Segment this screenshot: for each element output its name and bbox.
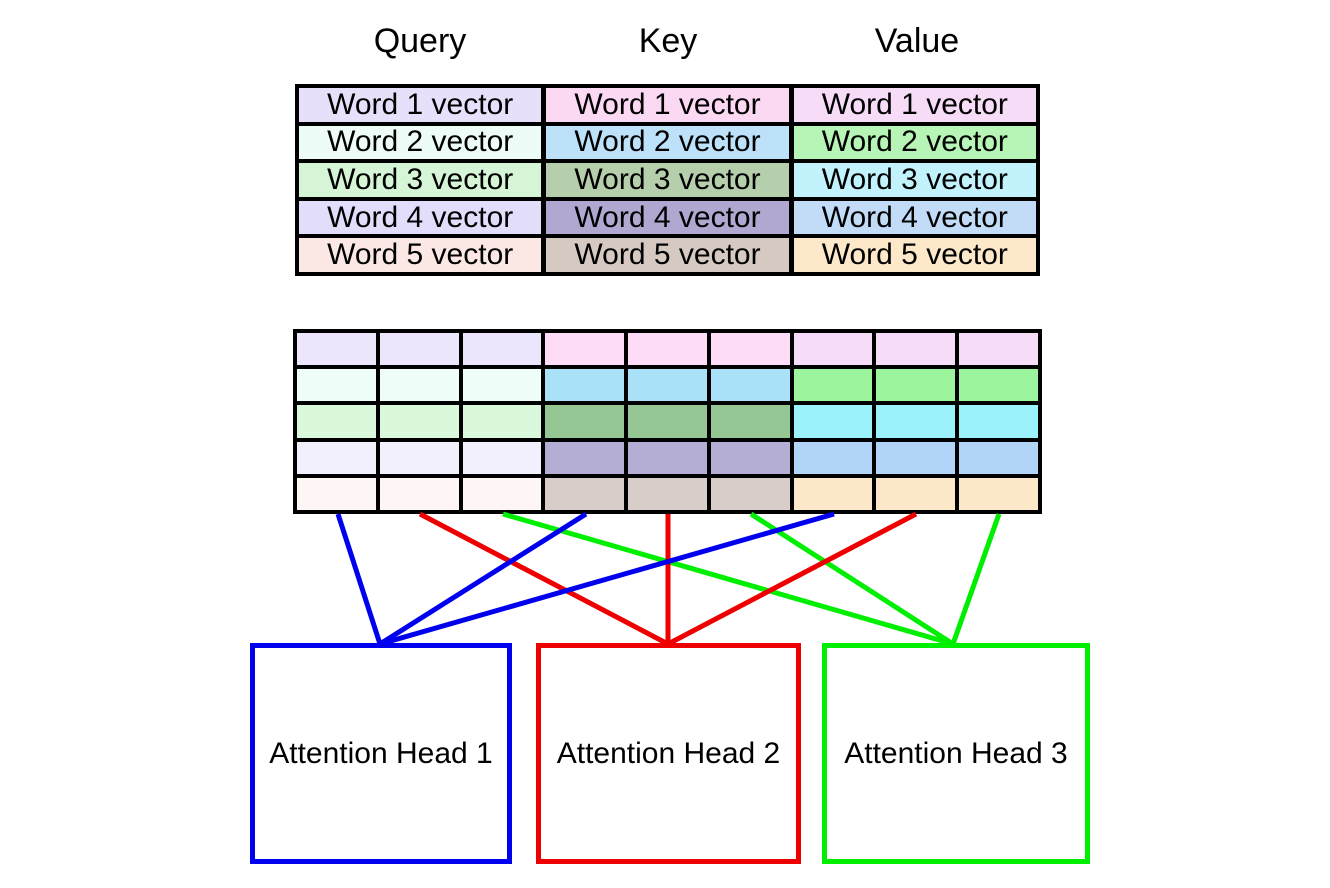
split-grid-cell	[297, 333, 376, 366]
attention-head-label: Attention Head 1	[269, 736, 493, 770]
split-grid-cell	[710, 441, 790, 474]
split-grid-cell	[545, 369, 625, 402]
split-grid-cell	[462, 369, 542, 402]
split-grid-cell	[628, 369, 707, 402]
split-grid-cell	[876, 441, 956, 474]
qkv-cell: Word 3 vector	[793, 163, 1036, 197]
split-grid-cell	[545, 477, 625, 511]
split-grid-cell	[462, 441, 542, 474]
split-grid-cell	[379, 333, 459, 366]
split-grid-cell	[545, 441, 625, 474]
qkv-cell: Word 2 vector	[546, 125, 789, 160]
split-grid-cell	[959, 369, 1039, 402]
split-grid-cell	[628, 477, 707, 511]
split-grid-cell	[710, 333, 790, 366]
connector-line-head-2	[418, 511, 670, 647]
split-grid-cell	[793, 369, 873, 402]
split-grid-cell	[793, 333, 873, 366]
qkv-cell: Word 4 vector	[299, 200, 542, 235]
split-grid-cell	[959, 441, 1039, 474]
split-grid-cell	[959, 333, 1039, 366]
attention-head-box-1[interactable]: Attention Head 1	[250, 643, 512, 864]
split-grid-cell	[793, 405, 873, 438]
split-grid-cell	[379, 441, 459, 474]
split-grid-cell	[876, 333, 956, 366]
connector-line-head-1	[335, 513, 383, 645]
split-grid-cell	[545, 333, 625, 366]
qkv-cell: Word 5 vector	[299, 238, 542, 272]
qkv-cell: Word 5 vector	[793, 238, 1036, 272]
attention-head-box-2[interactable]: Attention Head 2	[536, 643, 801, 864]
split-grid-row	[297, 405, 1039, 438]
connector-line-head-3	[502, 511, 954, 647]
attention-head-label: Attention Head 3	[844, 736, 1068, 770]
split-grid-row	[297, 477, 1039, 511]
qkv-cell: Word 5 vector	[546, 238, 789, 272]
qkv-cell: Word 2 vector	[299, 125, 542, 160]
column-header-query: Query	[373, 22, 467, 60]
split-grid-cell	[876, 369, 956, 402]
split-grid-row	[297, 369, 1039, 402]
split-head-grid	[293, 329, 1042, 514]
connector-line-head-3	[749, 511, 955, 647]
attention-head-label: Attention Head 2	[556, 736, 781, 770]
split-grid-cell	[793, 441, 873, 474]
split-grid-cell	[876, 405, 956, 438]
qkv-cell: Word 2 vector	[793, 125, 1036, 160]
attention-head-box-3[interactable]: Attention Head 3	[822, 643, 1090, 864]
split-grid-cell	[628, 405, 707, 438]
split-grid-cell	[959, 477, 1039, 511]
split-grid-cell	[379, 369, 459, 402]
qkv-cell: Word 1 vector	[299, 88, 542, 122]
split-grid-cell	[379, 405, 459, 438]
split-grid-cell	[462, 405, 542, 438]
split-grid-cell	[710, 369, 790, 402]
split-grid-cell	[462, 333, 542, 366]
split-grid-cell	[379, 477, 459, 511]
split-grid-cell	[710, 405, 790, 438]
split-grid-cell	[545, 405, 625, 438]
column-header-value: Value	[874, 22, 960, 60]
qkv-cell: Word 3 vector	[299, 163, 542, 197]
connector-line-head-1	[379, 511, 835, 647]
split-grid-cell	[959, 405, 1039, 438]
split-grid-row	[297, 333, 1039, 366]
split-grid-cell	[297, 477, 376, 511]
split-grid-cell	[876, 477, 956, 511]
split-grid-row	[297, 441, 1039, 474]
split-grid-cell	[710, 477, 790, 511]
qkv-cell: Word 1 vector	[793, 88, 1036, 122]
qkv-cell: Word 4 vector	[793, 200, 1036, 235]
qkv-cell: Word 1 vector	[546, 88, 789, 122]
column-header-key: Key	[638, 22, 698, 60]
split-grid-cell	[297, 369, 376, 402]
split-grid-cell	[793, 477, 873, 511]
connector-line-head-2	[666, 511, 918, 647]
split-grid-cell	[297, 441, 376, 474]
connector-line-head-3	[950, 513, 1002, 645]
split-grid-cell	[462, 477, 542, 511]
split-grid-cell	[297, 405, 376, 438]
qkv-cell: Word 4 vector	[546, 200, 789, 235]
split-grid-cell	[628, 441, 707, 474]
split-grid-cell	[628, 333, 707, 366]
qkv-cell: Word 3 vector	[546, 163, 789, 197]
connector-line-head-1	[378, 511, 588, 647]
